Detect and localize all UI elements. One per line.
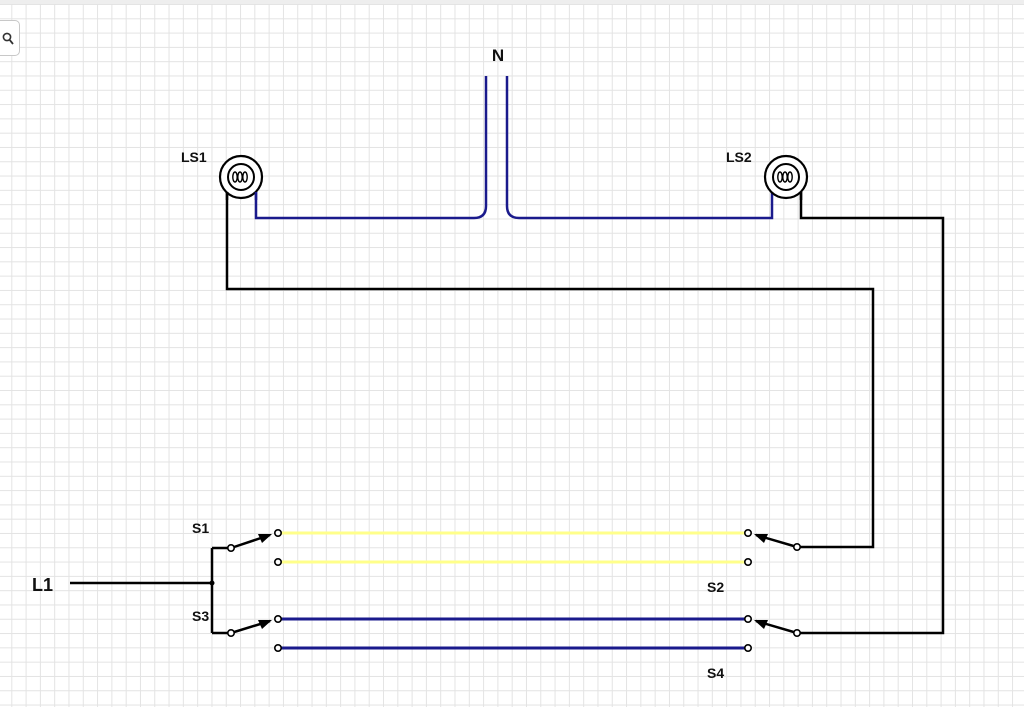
switched-wire-ls2 [797,192,945,635]
switched-wire-ls1 [225,192,875,549]
switch-label-s1: S1 [192,520,209,536]
switch-s2 [743,528,801,566]
neutral-wire-ls2 [505,76,774,220]
switch-label-s3: S3 [192,608,209,624]
lamp-ls2 [763,154,809,200]
switch-s4 [743,614,801,652]
lamp-label-ls1: LS1 [181,149,207,165]
switch-s3 [227,614,282,652]
magnifier-icon [2,32,14,45]
filament-icon [777,171,793,183]
lamp-label-ls2: LS2 [726,149,752,165]
filament-icon [232,171,248,183]
zoom-button[interactable] [0,20,20,56]
switch-s1 [227,528,282,566]
neutral-wire-ls1 [254,76,488,220]
neutral-label: N [492,46,504,65]
switch-label-s4: S4 [707,665,724,681]
line-label-l1: L1 [32,575,53,595]
switch-label-s2: S2 [707,579,724,595]
lamp-ls1 [218,154,264,200]
top-toolbar-strip [0,0,1024,4]
